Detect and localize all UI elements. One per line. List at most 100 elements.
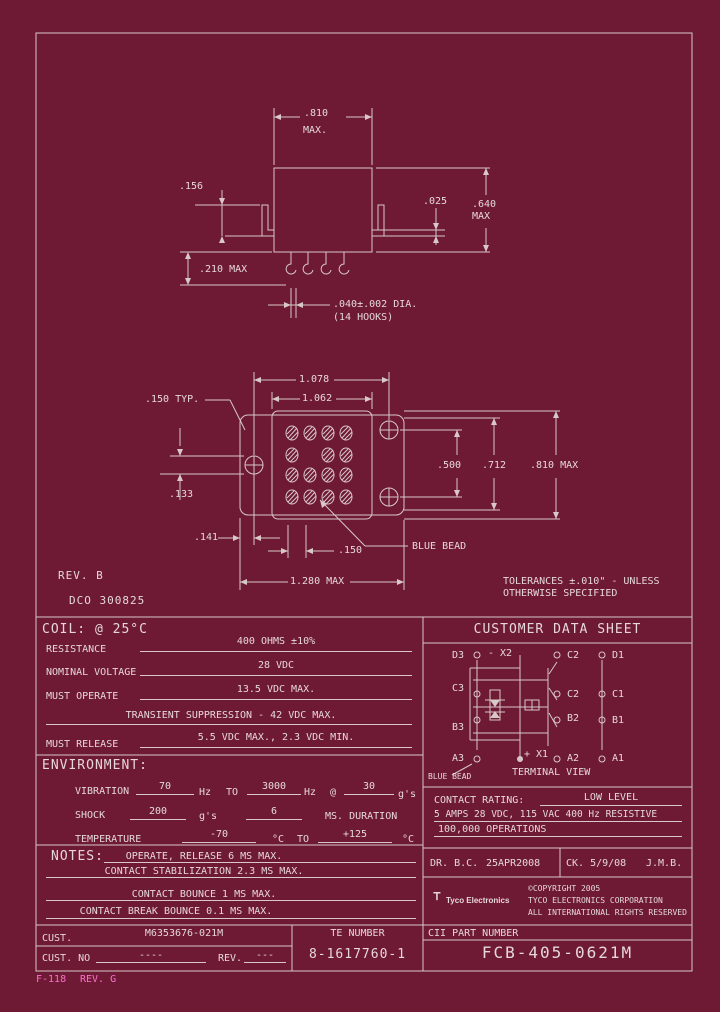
data-sheet-title: CUSTOMER DATA SHEET	[473, 622, 642, 637]
rating-line-2: 5 AMPS 28 VDC, 115 VAC 400 Hz RESISTIVE	[434, 809, 658, 820]
terminal-d1: D1	[612, 650, 625, 661]
schematic-blue-bead: BLUE BEAD	[428, 772, 472, 781]
dim-150: .150	[338, 545, 363, 556]
terminal-b3: B3	[452, 722, 465, 733]
revision-label: REV. B	[58, 569, 104, 582]
tyco-logo-text: Tyco Electronics	[446, 896, 510, 905]
dim-810-max-b: .810 MAX	[530, 460, 579, 471]
temperature-max: +125	[342, 829, 368, 840]
vibration-g: 30	[362, 781, 376, 792]
cii-part-number-label: CII PART NUMBER	[428, 928, 519, 939]
te-number-label: TE NUMBER	[330, 928, 385, 939]
checked-by: J.M.B.	[646, 858, 683, 869]
transient-suppression: TRANSIENT SUPPRESSION - 42 VDC MAX.	[125, 710, 337, 721]
pin-array	[285, 425, 353, 505]
dim-025: .025	[423, 196, 448, 207]
rating-line-3: 100,000 OPERATIONS	[438, 824, 547, 835]
dim-210-max: .210 MAX	[199, 264, 248, 275]
tolerance-line-1: TOLERANCES ±.010" - UNLESS	[503, 576, 660, 587]
terminal-d3: D3	[452, 650, 465, 661]
temperature-min: -70	[209, 829, 229, 840]
vibration-label: VIBRATION	[75, 786, 130, 797]
dim-156: .156	[179, 181, 204, 192]
shock-unit: g's	[199, 811, 218, 822]
checked-date: CK. 5/9/08	[566, 858, 627, 869]
contact-rating-label: CONTACT RATING:	[434, 795, 525, 806]
resistance-value: 400 OHMS ±10%	[236, 636, 316, 647]
copyright-line-3: ALL INTERNATIONAL RIGHTS RESERVED	[528, 908, 687, 917]
note-1: OPERATE, RELEASE 6 MS MAX.	[125, 851, 283, 862]
vibration-unit-3: g's	[398, 789, 417, 800]
terminal-x1: + X1	[524, 749, 549, 760]
cust-rev-label: REV.	[218, 953, 243, 964]
blue-bead-label: BLUE BEAD	[412, 541, 467, 552]
dim-141: .141	[194, 532, 219, 543]
dim-500: .500	[437, 460, 462, 471]
contact-rating-value: LOW LEVEL	[583, 792, 639, 803]
temperature-label: TEMPERATURE	[75, 834, 142, 845]
hook-diameter: .040±.002 DIA.	[333, 299, 418, 310]
must-release-value: 5.5 VDC MAX., 2.3 VDC MIN.	[197, 732, 355, 743]
tolerance-line-2: OTHERWISE SPECIFIED	[503, 588, 618, 599]
dim-1078: 1.078	[299, 374, 330, 385]
resistance-label: RESISTANCE	[46, 644, 107, 655]
vibration-unit-2: Hz	[304, 787, 317, 798]
shock-duration: 6	[270, 806, 278, 817]
vibration-at: @	[330, 787, 337, 798]
temperature-unit-1: °C	[272, 834, 285, 845]
terminal-b1: B1	[612, 715, 625, 726]
temperature-unit-2: °C	[402, 834, 415, 845]
note-4: CONTACT BREAK BOUNCE 0.1 MS MAX.	[79, 906, 273, 917]
cii-part-number-value: FCB-405-0621M	[481, 943, 634, 962]
shock-duration-unit: MS. DURATION	[325, 811, 398, 822]
vibration-min: 70	[158, 781, 172, 792]
terminal-c3: C3	[452, 683, 465, 694]
terminal-a2: A2	[567, 753, 580, 764]
form-number: F-118	[36, 974, 67, 985]
dim-640-max: MAX	[472, 211, 491, 222]
cust-rev-value: ---	[255, 950, 275, 961]
shock-label: SHOCK	[75, 810, 106, 821]
te-number-value: 8-1617760-1	[308, 947, 407, 962]
cust-label: CUST.	[42, 933, 73, 944]
nominal-voltage-label: NOMINAL VOLTAGE	[46, 667, 137, 678]
terminal-view-label: TERMINAL VIEW	[512, 767, 591, 778]
shock-g: 200	[148, 806, 168, 817]
dim-810: .810	[304, 108, 329, 119]
dim-133: .133	[169, 489, 194, 500]
coil-heading: COIL: @ 25°C	[42, 622, 148, 637]
temperature-to: TO	[297, 834, 310, 845]
must-operate-label: MUST OPERATE	[46, 691, 119, 702]
drawn-by: DR. B.C.	[430, 858, 479, 869]
terminal-schematic	[452, 652, 605, 775]
terminal-c1: C1	[612, 689, 625, 700]
terminal-x2: - X2	[488, 648, 513, 659]
terminal-a3: A3	[452, 753, 465, 764]
dim-640: .640	[472, 199, 497, 210]
terminal-c2-b: C2	[567, 689, 580, 700]
cust-no-label: CUST. NO	[42, 953, 91, 964]
hook-count: (14 HOOKS)	[333, 312, 394, 323]
drawn-date: 25APR2008	[486, 858, 541, 869]
dim-150-typ: .150 TYP.	[145, 394, 200, 405]
form-revision: REV. G	[80, 974, 117, 985]
vibration-unit-1: Hz	[199, 787, 212, 798]
terminal-b2: B2	[567, 713, 580, 724]
must-operate-value: 13.5 VDC MAX.	[236, 684, 316, 695]
terminal-c2-a: C2	[567, 650, 580, 661]
must-release-label: MUST RELEASE	[46, 739, 119, 750]
environment-heading: ENVIRONMENT:	[42, 758, 148, 773]
copyright-line-2: TYCO ELECTRONICS CORPORATION	[528, 896, 663, 905]
dim-1280-max: 1.280 MAX	[290, 576, 345, 587]
dim-810-max: MAX.	[303, 125, 328, 136]
cust-no-value: ----	[138, 950, 164, 961]
dco-number: DCO 300825	[69, 594, 146, 607]
nominal-voltage-value: 28 VDC	[257, 660, 295, 671]
vibration-to: TO	[226, 787, 239, 798]
cust-value: M6353676-021M	[144, 928, 224, 939]
copyright-line-1: ©COPYRIGHT 2005	[528, 884, 601, 893]
note-3: CONTACT BOUNCE 1 MS MAX.	[131, 889, 277, 900]
notes-heading: NOTES:	[51, 849, 104, 864]
